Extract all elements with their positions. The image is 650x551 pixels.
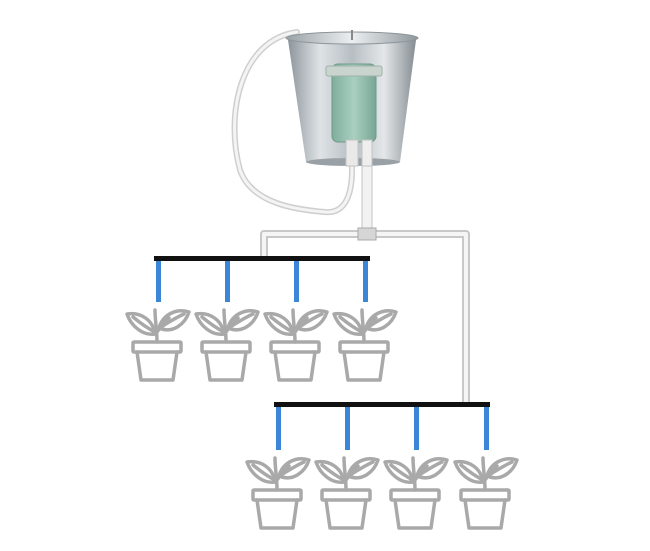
- drip-line: [294, 261, 299, 302]
- plant-pot-icon: [453, 456, 519, 530]
- plant-row-lower: [245, 456, 519, 530]
- plant-pot-icon: [194, 308, 260, 382]
- distribution-manifold-upper: [154, 256, 370, 302]
- distribution-tubing: [260, 227, 470, 404]
- plant-pot-icon: [245, 456, 311, 530]
- drip-line: [345, 407, 350, 450]
- drip-line: [156, 261, 161, 302]
- water-pump: [325, 63, 383, 167]
- drip-line: [225, 261, 230, 302]
- plant-pot-icon: [263, 308, 329, 382]
- distribution-manifold-lower: [274, 402, 490, 450]
- plant-pot-icon: [314, 456, 380, 530]
- tee-connector: [357, 227, 377, 241]
- drip-line: [276, 407, 281, 450]
- plant-pot-icon: [332, 308, 398, 382]
- plant-row-upper: [125, 308, 398, 382]
- plant-pot-icon: [125, 308, 191, 382]
- drip-line: [414, 407, 419, 450]
- drip-line: [363, 261, 368, 302]
- drip-line: [484, 407, 489, 450]
- plant-pot-icon: [383, 456, 449, 530]
